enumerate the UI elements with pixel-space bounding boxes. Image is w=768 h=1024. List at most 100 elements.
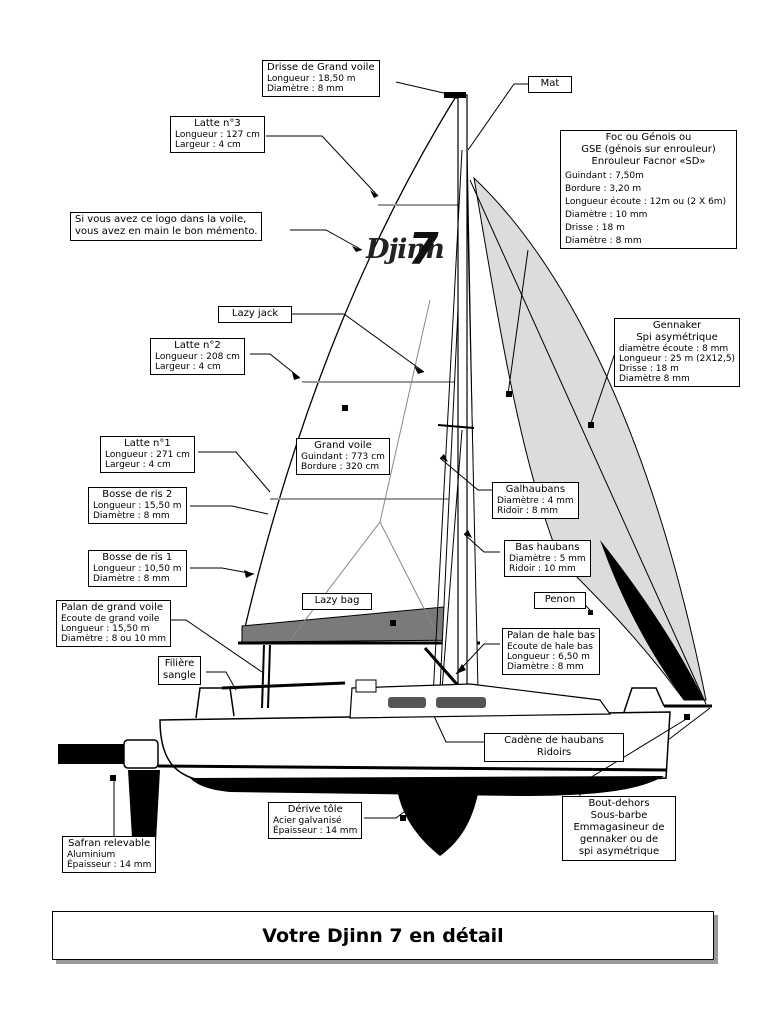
caption-box: Votre Djinn 7 en détail [52,911,714,960]
label-line: Acier galvanisé [273,816,342,826]
label-title: Penon [544,594,576,605]
label-line: Si vous avez ce logo dans la voile, [75,214,247,225]
label-line: Longueur écoute : 12m ou (2 X 6m) [565,197,727,207]
label-line: Ecoute de grand voile [61,614,160,624]
label-logo-note: Si vous avez ce logo dans la voile, vous… [70,212,263,241]
label-line: Guindant : 7,50m [565,171,644,181]
label-line: Longueur : 6,50 m [507,652,590,662]
label-line: Diamètre : 8 mm [507,662,584,672]
label-line: Diamètre : 8 mm [93,511,170,521]
label-title: Bas haubans [515,542,580,553]
label-title: Emmagasineur de [573,822,665,833]
label-cadene-haubans: Cadène de haubans Ridoirs [484,733,624,762]
label-line: Longueur : 15,50 m [93,501,182,511]
label-line: Diamètre : 8 ou 10 mm [61,634,167,644]
label-line: Largeur : 4 cm [175,140,241,150]
bow-pulpit [623,687,665,713]
label-title: Dérive tôle [287,804,343,815]
label-title: Galhaubans [505,484,566,495]
djinn-logo-word: Djinn [366,234,445,265]
label-title: Grand voile [314,440,372,451]
label-bas-haubans: Bas haubans Diamètre : 5 mm Ridoir : 10 … [504,540,591,577]
tiller-head [123,739,159,769]
label-line: Diamètre : 10 mm [565,210,648,220]
label-title: Sous-barbe [590,810,648,821]
label-gennaker: Gennaker Spi asymétrique diamètre écoute… [614,318,741,387]
label-title: Lazy bag [314,595,360,606]
label-derive-tole: Dérive tôle Acier galvanisé Épaisseur : … [268,802,363,839]
label-line: Drisse : 18 m [619,364,679,374]
label-palan-grand-voile: Palan de grand voile Ecoute de grand voi… [56,600,172,647]
label-title: Ridoirs [536,747,572,758]
lazy-jack-lines-2 [379,521,441,641]
label-mat: Mat [528,76,572,93]
label-title: Filière [164,658,195,669]
keel [398,794,478,856]
label-line: Longueur : 127 cm [175,130,260,140]
label-filiere-sangle: Filière sangle [158,656,201,685]
label-penon: Penon [534,592,586,609]
label-line: Ridoir : 8 mm [497,506,559,516]
rudder [128,770,160,846]
label-line: Guindant : 773 cm [301,452,385,462]
hull-bottom [190,776,664,796]
label-title: Bosse de ris 2 [102,489,173,500]
stern-pulpit [195,687,235,719]
tiller [58,744,126,764]
upper-shroud [431,149,463,717]
label-line: Bordure : 3,20 m [565,184,642,194]
label-title: Mat [540,78,560,89]
label-title: Palan de grand voile [61,602,164,613]
label-line: Aluminium [67,850,116,860]
lifeline [221,681,346,690]
label-title: Latte n°2 [174,340,221,351]
cabin-window-2 [436,697,486,708]
label-title: Bout-dehors [588,798,650,809]
hull-stripe [157,764,667,772]
label-title: Latte n°1 [124,438,171,449]
label-title: Enrouleur Facnor «SD» [591,156,706,167]
label-line: Épaisseur : 14 mm [67,860,152,870]
label-title: Latte n°3 [194,118,241,129]
label-title: Lazy jack [231,308,279,319]
spreader [437,424,475,429]
label-line: Largeur : 4 cm [155,362,221,372]
label-latte-3: Latte n°3 Longueur : 127 cm Largeur : 4 … [170,116,265,153]
label-galhaubans: Galhaubans Diamètre : 4 mm Ridoir : 8 mm [492,482,579,519]
label-line: Bordure : 320 cm [301,462,380,472]
label-title: Spi asymétrique [636,332,718,343]
label-title: gennaker ou de [579,834,659,845]
cabin-window [388,697,426,708]
label-line: vous avez en main le bon mémento. [75,226,258,237]
mast [457,94,468,696]
djinn-logo-number: 7 [408,224,439,275]
label-line: Longueur : 208 cm [155,352,240,362]
label-bout-dehors: Bout-dehors Sous-barbe Emmagasineur de g… [562,796,676,861]
label-line: Longueur : 271 cm [105,450,190,460]
label-line: Diamètre : 8 mm [565,236,642,246]
label-title: GSE (génois sur enrouleur) [581,144,716,155]
label-line: Longueur : 18,50 m [267,74,356,84]
label-line: Drisse : 18 m [565,223,625,233]
label-grand-voile: Grand voile Guindant : 773 cm Bordure : … [296,438,390,475]
label-latte-2: Latte n°2 Longueur : 208 cm Largeur : 4 … [150,338,245,375]
gennaker-dark-panel [600,540,704,700]
label-line: Diamètre : 8 mm [93,574,170,584]
main-sail [241,97,477,641]
label-line: Diamètre : 5 mm [509,554,586,564]
label-line: Diamètre : 4 mm [497,496,574,506]
forestay [469,179,707,705]
label-line: Ecoute de hale bas [507,642,593,652]
label-safran-relevable: Safran relevable Aluminium Épaisseur : 1… [62,836,157,873]
label-lazy-bag: Lazy bag [302,593,372,610]
label-title: Safran relevable [68,838,151,849]
label-title: Gennaker [652,320,702,331]
gennaker-sail [473,176,707,701]
label-title: Bosse de ris 1 [102,552,173,563]
label-bosse-de-ris-2: Bosse de ris 2 Longueur : 15,50 m Diamèt… [88,487,187,524]
label-foc-genois: Foc ou Génois ou GSE (génois sur enroule… [560,130,737,249]
label-drisse-grand-voile: Drisse de Grand voile Longueur : 18,50 m… [262,60,380,97]
label-title: Foc ou Génois ou [605,132,692,143]
label-title: Palan de hale bas [507,630,596,641]
caption-title: Votre Djinn 7 en détail [262,924,504,947]
